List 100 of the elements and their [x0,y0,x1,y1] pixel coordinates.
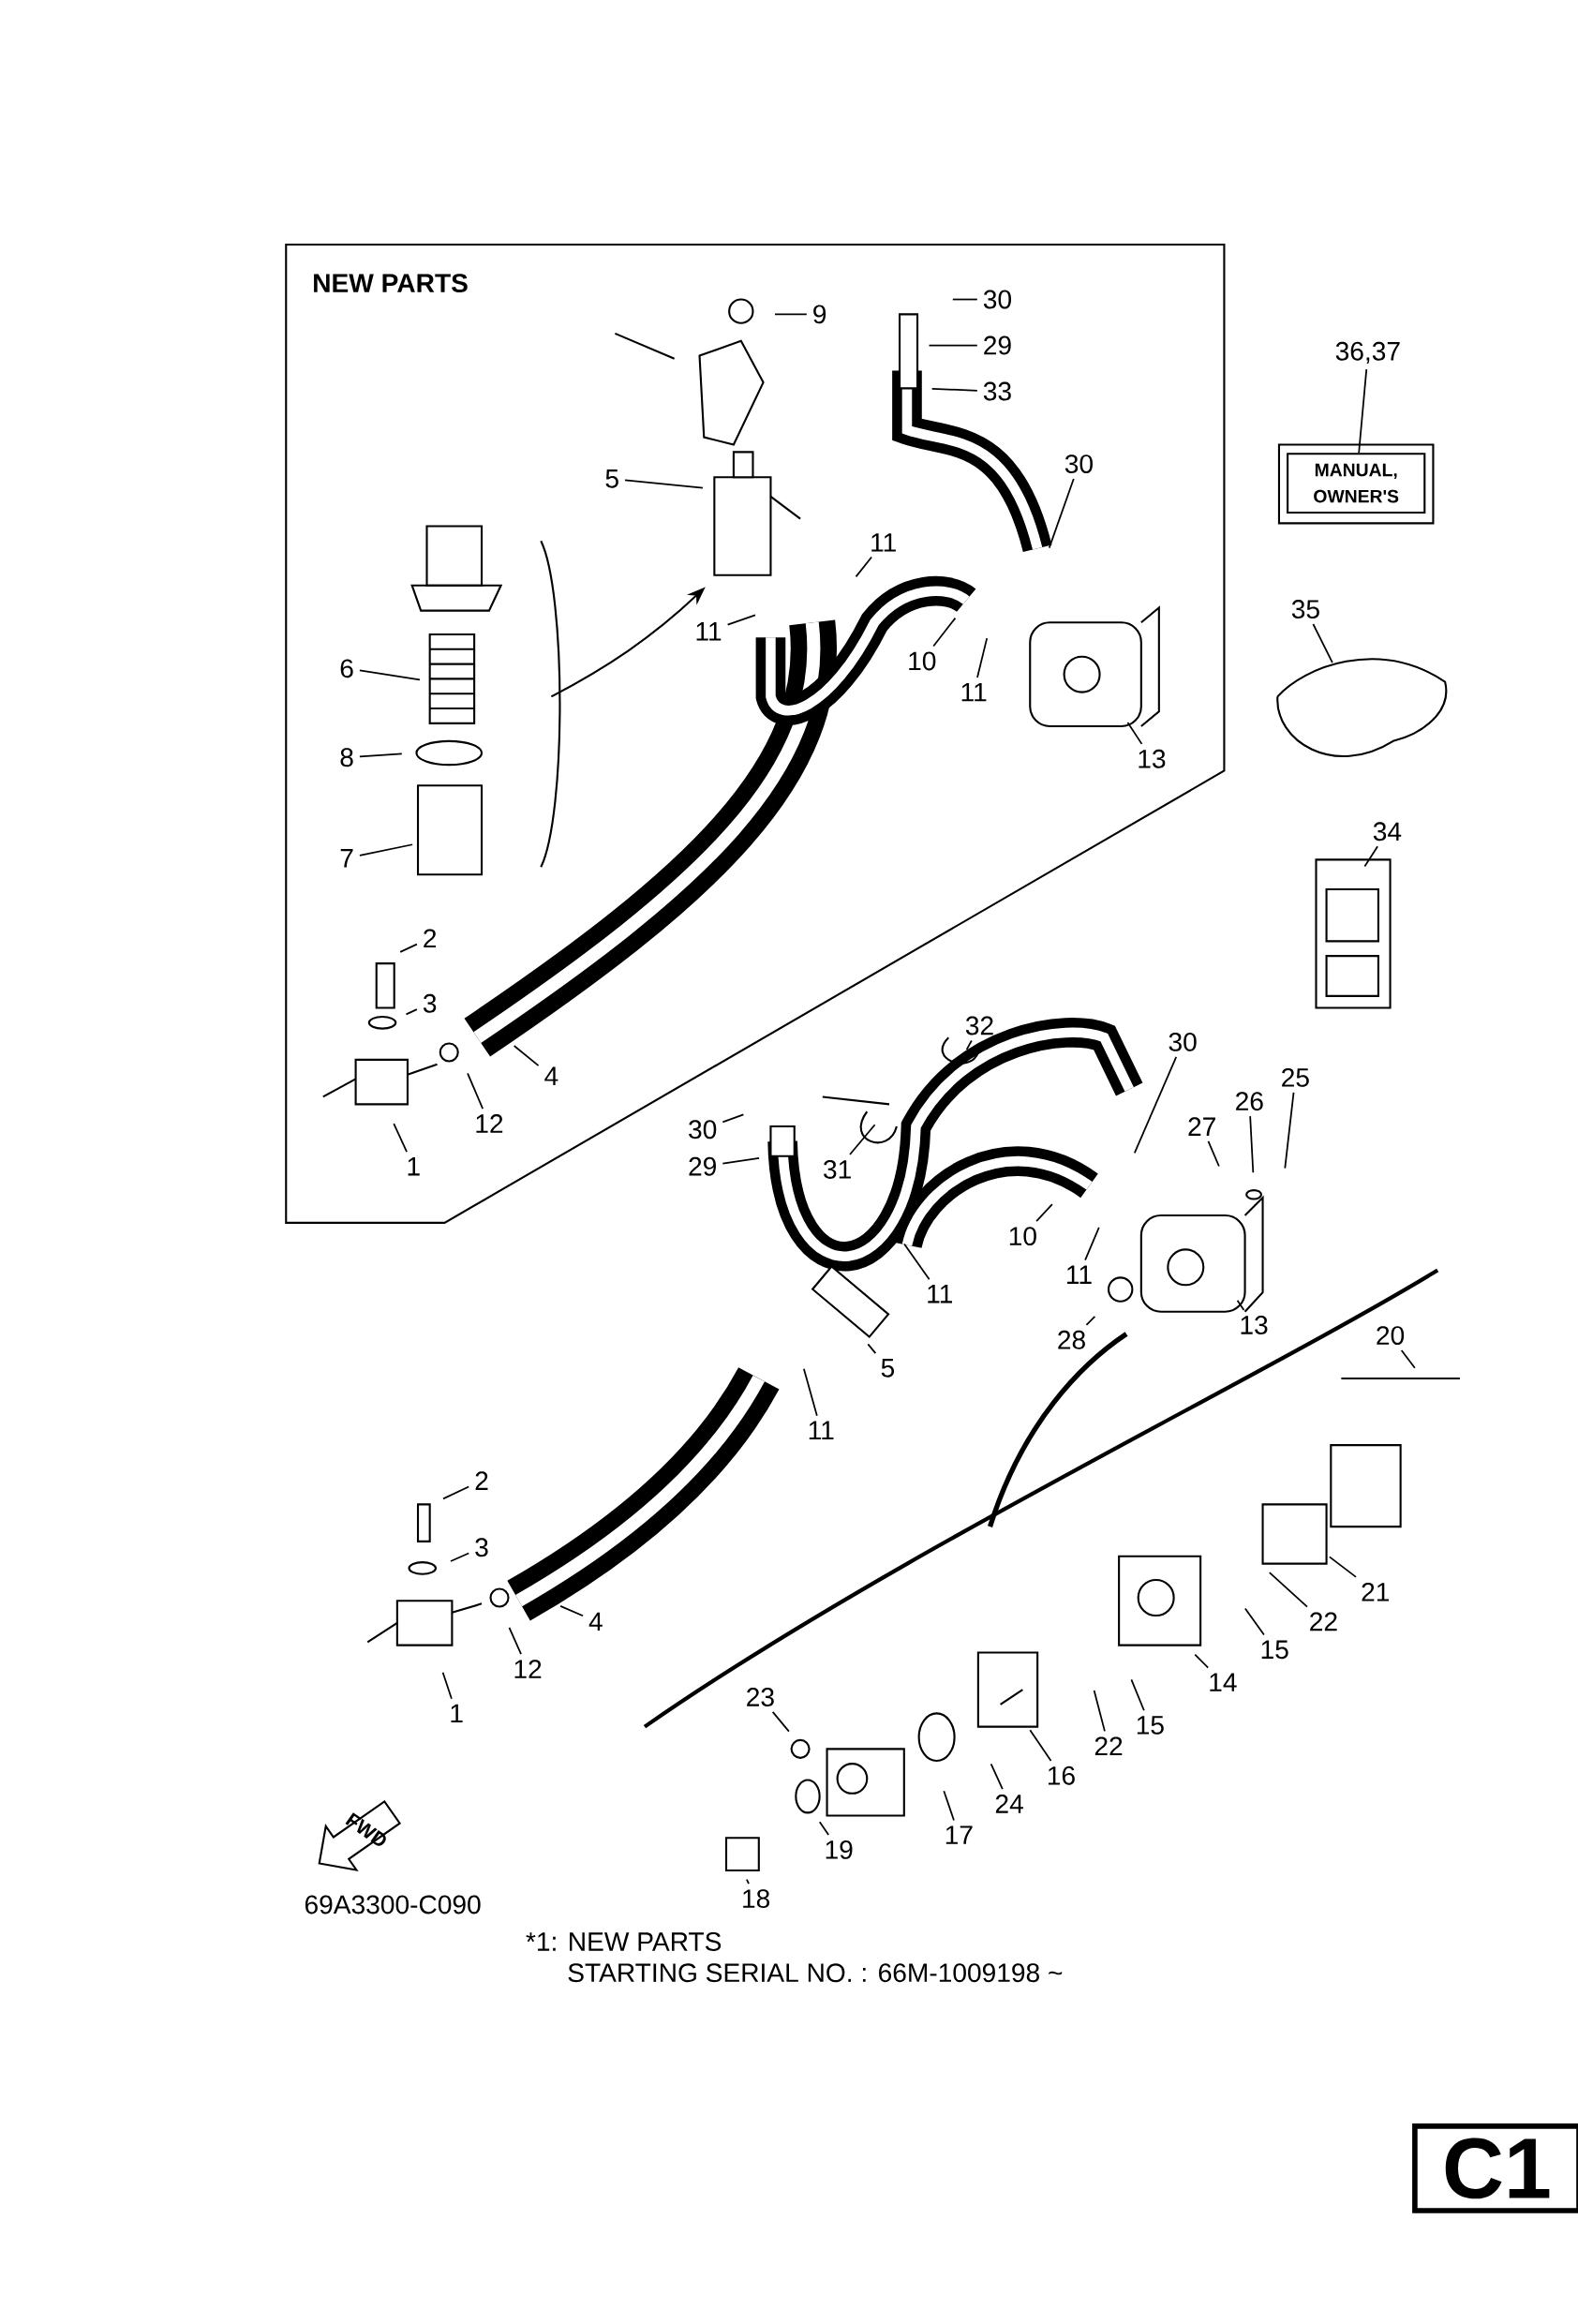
callout-number: 29 [984,335,1011,355]
callout-number: 15 [1261,1640,1288,1660]
leader-line [1085,1316,1096,1326]
leader-line [399,943,418,953]
note-text: *1: NEW PARTS [526,1932,721,1951]
callout-number: 1 [408,1157,420,1176]
callout-number: 10 [1009,1227,1036,1246]
leader-line [1084,1227,1100,1261]
leader-line [902,1243,930,1281]
leader-line [1130,1678,1145,1712]
callout-number: 12 [514,1660,542,1678]
callout-number: 22 [1310,1612,1337,1631]
leader-line [1312,623,1333,663]
callout-number: 11 [1066,1265,1092,1284]
leader-line [1029,1729,1052,1762]
leader-line [726,614,756,626]
leader-line [928,344,978,347]
leader-line [1328,1556,1357,1578]
leader-line [358,752,403,758]
callout-number: 6 [340,659,353,678]
leader-line [965,1039,973,1050]
callout-number: 9 [812,305,826,324]
leader-line [1236,1299,1245,1311]
callout-number: 20 [1377,1326,1404,1346]
callout-number: 21 [1362,1582,1389,1601]
callout-number: 28 [1058,1330,1085,1349]
leader-line [1048,478,1075,549]
callout-number: 11 [696,622,722,641]
leader-line [1363,845,1378,868]
leader-line [1126,722,1143,745]
callout-number: 1 [451,1704,463,1723]
leader-line [951,298,978,301]
leader-line [513,1045,540,1066]
callout-number: 2 [475,1471,488,1490]
callout-number: 13 [1139,749,1166,768]
callout-number: 23 [746,1688,774,1706]
leader-line [745,1878,750,1885]
leader-line [393,1123,408,1153]
callout-number: 33 [983,381,1011,401]
callout-number: 11 [961,682,987,702]
leader-line [1243,1607,1265,1636]
callout-number: 25 [1281,1067,1309,1087]
callout-number: 30 [688,1120,717,1140]
leader-line [818,1821,829,1836]
callout-number: 5 [605,469,618,488]
callout-number: 15 [1137,1716,1164,1735]
callout-number: 2 [424,929,436,947]
leader-line [1035,1203,1053,1223]
leader-line [943,1790,955,1822]
leader-line [932,617,957,648]
manual-label: MANUAL, OWNER'S [1286,453,1426,514]
leader-line [1268,1572,1308,1608]
callout-number: 35 [1291,600,1319,619]
leader-line [1194,1653,1209,1669]
callout-number: 3 [423,993,437,1013]
leader-line [358,843,413,857]
callout-number: 30 [1064,454,1093,474]
callout-number: 16 [1048,1765,1075,1785]
callout-number: 22 [1094,1736,1123,1755]
callout-number: 29 [689,1156,716,1176]
leader-line [559,1604,584,1617]
leader-line [930,388,978,392]
leader-line [466,1072,484,1110]
leader-line [508,1626,522,1656]
callout-number: 13 [1241,1316,1268,1334]
leader-line [1400,1349,1416,1369]
callout-number: 3 [475,1538,488,1557]
callout-number: 17 [945,1825,973,1844]
leader-line [358,669,421,681]
leader-line [1093,1690,1106,1733]
leader-line [773,313,808,316]
leader-line [722,1156,760,1165]
leader-line [867,1343,877,1354]
callout-number: 31 [823,1160,851,1179]
callout-number: 34 [1373,822,1402,842]
leader-line [441,1485,469,1500]
callout-number: 12 [476,1114,502,1133]
leader-line [1133,1055,1177,1155]
leader-line [1249,1115,1254,1174]
callout-number: 32 [965,1016,993,1035]
leader-line [855,556,872,578]
page-code-box: C1 [1411,2123,1578,2213]
leader-line [405,1008,418,1016]
callout-number: 30 [1169,1032,1197,1051]
callout-number: 5 [881,1359,894,1378]
callout-number: 11 [928,1285,952,1304]
leader-line [1207,1140,1220,1168]
callout-number: 7 [340,849,353,868]
callout-number: 11 [871,533,896,552]
note-text: STARTING SERIAL NO. : 66M-1009198 ~ [568,1963,1062,1983]
callout-number: 4 [588,1612,603,1631]
leader-line [975,637,988,678]
callout-number: 14 [1210,1673,1237,1691]
callout-number: 24 [995,1795,1023,1813]
leader-line [1284,1091,1295,1169]
leader-line [1358,368,1367,454]
callout-number: 36,37 [1335,341,1400,365]
callout-number: 4 [544,1066,558,1085]
leader-line [990,1763,1004,1790]
drawing-code: 69A3300-C090 [305,1895,481,1914]
